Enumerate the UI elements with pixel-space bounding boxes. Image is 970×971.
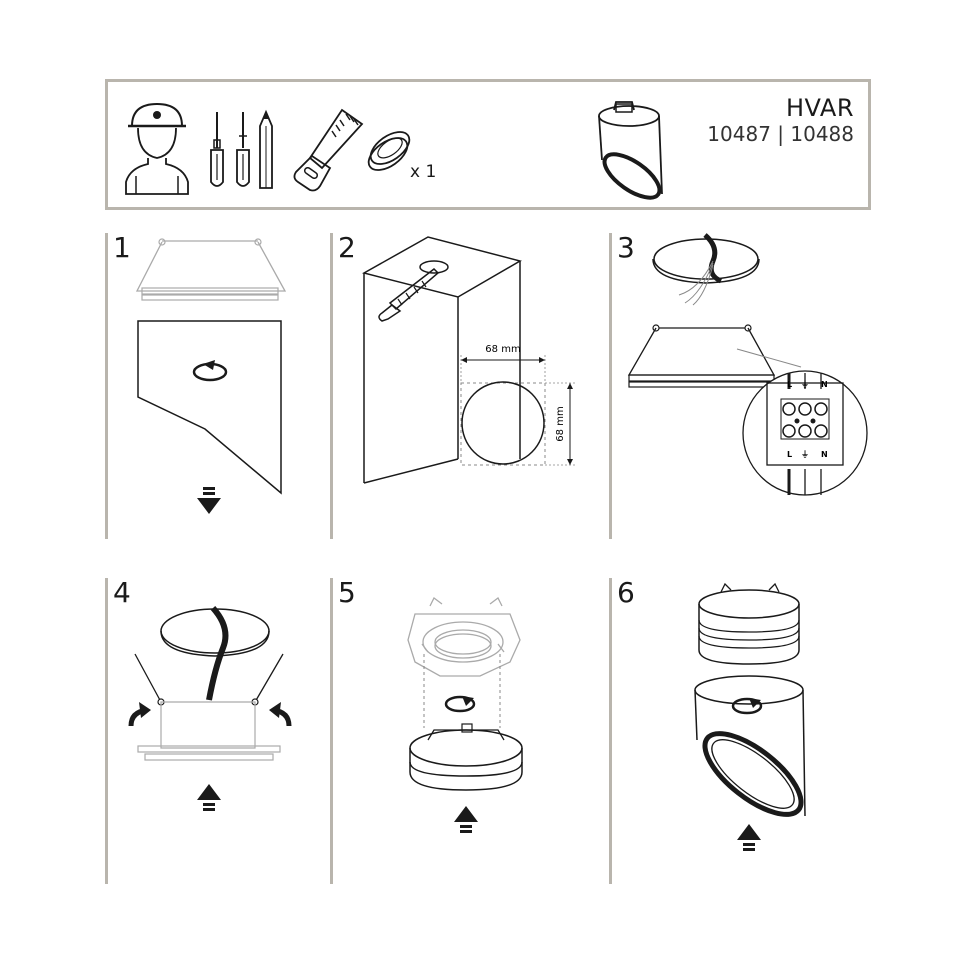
step-divider xyxy=(330,233,333,539)
step-6-panel: 6 xyxy=(609,576,879,884)
step-number: 1 xyxy=(113,231,131,264)
step-4-drawing xyxy=(128,605,292,811)
led-module-icon xyxy=(367,131,411,171)
step-divider xyxy=(105,578,108,884)
screwdriver-flat-icon xyxy=(210,112,224,187)
rotate-arrow-icon xyxy=(192,360,228,382)
terminal-bottom-n: N xyxy=(821,450,828,459)
electrician-icon xyxy=(125,102,189,195)
dimension-height-label: 68 mm xyxy=(555,406,566,441)
step-2-panel: 2 68 mm 68 mm xyxy=(330,231,600,539)
step-number: 3 xyxy=(617,231,635,264)
rotate-arrow-icon xyxy=(731,697,763,715)
hole-saw-icon xyxy=(293,108,364,192)
step-divider xyxy=(609,578,612,884)
step-divider xyxy=(105,233,108,539)
step-2-drawing: 68 mm 68 mm xyxy=(362,236,576,484)
product-codes: 10487 | 10488 xyxy=(707,122,854,146)
earth-symbol-bottom: ⏚ xyxy=(801,450,809,459)
terminal-block xyxy=(780,398,830,440)
pencil-icon xyxy=(259,109,273,189)
terminal-top-l: L xyxy=(787,380,792,389)
step-number: 2 xyxy=(338,231,356,264)
hole-saw-icon xyxy=(378,268,440,322)
step-divider xyxy=(609,233,612,539)
screwdriver-phillips-icon xyxy=(236,112,250,187)
step-4-panel: 4 xyxy=(105,576,375,884)
step-number: 5 xyxy=(338,576,356,609)
step-3-panel: 3 xyxy=(609,231,879,539)
product-title: HVAR xyxy=(785,94,854,122)
step-number: 6 xyxy=(617,576,635,609)
step-6-drawing xyxy=(694,582,806,851)
product-lamp-icon xyxy=(598,101,663,200)
step-divider xyxy=(330,578,333,884)
step-5-drawing xyxy=(407,597,523,833)
down-arrow-icon xyxy=(197,487,221,514)
dimension-width-label: 68 mm xyxy=(485,344,520,355)
up-arrow-icon xyxy=(454,806,478,833)
terminal-bottom-l: L xyxy=(787,450,792,459)
terminal-top-n: N xyxy=(821,380,828,389)
header-box: x 1 HVAR 10487 | 10488 xyxy=(105,79,871,210)
up-arrow-icon xyxy=(197,784,221,811)
step-number: 4 xyxy=(113,576,131,609)
earth-symbol-top: ⏚ xyxy=(801,380,809,389)
step-3-drawing: L ⏚ N L ⏚ N xyxy=(627,233,868,496)
step-5-panel: 5 xyxy=(330,576,600,884)
step-1-drawing xyxy=(135,238,287,514)
up-arrow-icon xyxy=(737,824,761,851)
step-1-panel: 1 xyxy=(105,231,375,539)
rotate-arrow-icon xyxy=(444,695,476,713)
quantity-label: x 1 xyxy=(410,162,437,182)
